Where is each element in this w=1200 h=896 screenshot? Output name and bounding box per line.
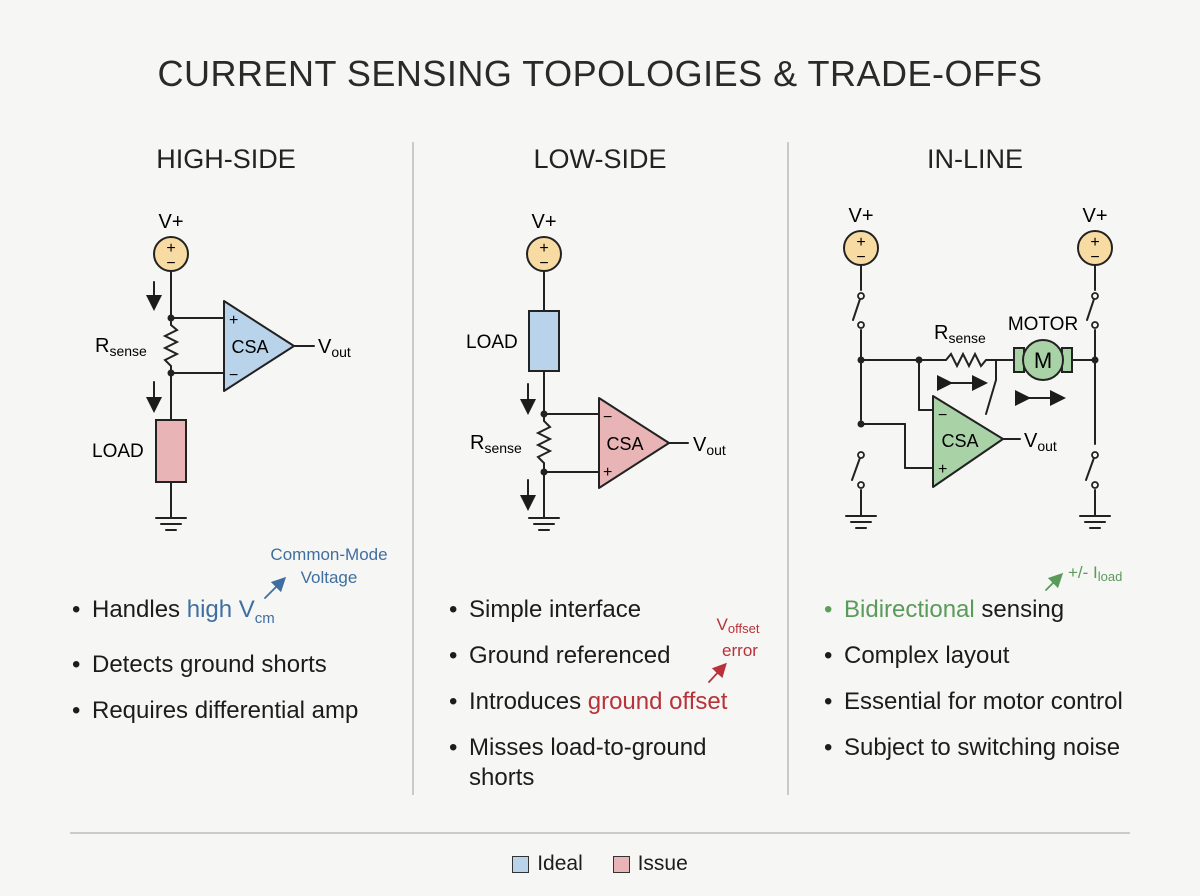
svg-text:−: −: [166, 255, 175, 272]
list-item: Essential for motor control: [824, 687, 1164, 717]
low-side-load-label: LOAD: [466, 332, 518, 353]
svg-text:+: +: [938, 461, 947, 478]
svg-text:−: −: [229, 367, 238, 384]
in-line-motor: M: [1013, 339, 1073, 381]
in-line-annotation: +/- Iload: [1068, 563, 1122, 584]
list-item: Requires differential amp: [72, 696, 402, 726]
legend-label-issue: Issue: [637, 852, 688, 875]
high-side-column: HIGH-SIDE V+ + − Rsense + −: [92, 144, 388, 599]
svg-text:−: −: [938, 407, 947, 424]
svg-text:+: +: [856, 234, 865, 251]
high-side-load: [155, 419, 187, 483]
in-line-supply-left-label: V+: [848, 205, 873, 227]
svg-text:CSA: CSA: [231, 337, 268, 357]
in-line-supply-right-source: + −: [1077, 230, 1113, 266]
svg-text:+: +: [1090, 234, 1099, 251]
list-item: Introduces ground offset: [449, 687, 779, 717]
list-item: Subject to switching noise: [824, 733, 1164, 763]
high-side-bullets: Handles high Vcm Detects ground shorts R…: [72, 595, 402, 742]
in-line-motor-label: MOTOR: [1008, 314, 1078, 335]
in-line-annotation-arrow: [1045, 572, 1064, 591]
list-item: Simple interface: [449, 595, 779, 625]
low-side-csa-amplifier: − + CSA: [598, 397, 670, 489]
legend-swatch-ideal: [512, 855, 530, 873]
high-side-annotation-line2: Voltage: [301, 568, 358, 587]
svg-text:−: −: [539, 255, 548, 272]
in-line-rsense-resistor: [939, 351, 997, 369]
page-title: CURRENT SENSING TOPOLOGIES & TRADE-OFFS: [158, 53, 1043, 94]
high-side-annotation-line1: Common-Mode: [270, 545, 387, 564]
in-line-switch-bottom-right: [1085, 454, 1096, 481]
svg-text:+: +: [229, 312, 238, 329]
high-side-supply-label: V+: [158, 211, 183, 233]
in-line-heading: IN-LINE: [927, 144, 1023, 174]
list-item: Complex layout: [824, 641, 1164, 671]
in-line-switch-top-left: [852, 295, 862, 321]
in-line-rsense-label: Rsense: [934, 322, 986, 346]
list-item: Bidirectional sensing: [824, 595, 1164, 625]
low-side-supply-source: + −: [526, 236, 562, 272]
in-line-column: IN-LINE V+ + − V+ + −: [843, 144, 1122, 591]
high-side-load-label: LOAD: [92, 441, 144, 462]
in-line-supply-right-label: V+: [1082, 205, 1107, 227]
high-side-csa-amplifier: + − CSA: [223, 300, 295, 392]
in-line-switch-bottom-left: [851, 454, 862, 481]
low-side-supply-label: V+: [531, 211, 556, 233]
high-side-supply-source: + −: [153, 236, 189, 272]
in-line-csa-amplifier: − + CSA: [932, 395, 1004, 488]
svg-text:CSA: CSA: [606, 434, 643, 454]
legend-item-ideal: Ideal: [512, 852, 583, 876]
legend-label-ideal: Ideal: [537, 852, 583, 875]
list-item: Ground referenced: [449, 641, 779, 671]
low-side-rsense-resistor: [535, 413, 553, 473]
svg-text:+: +: [166, 240, 175, 257]
low-side-load: [528, 310, 560, 372]
low-side-column: LOW-SIDE V+ + − LOAD Rsense −: [466, 144, 760, 683]
list-item: Detects ground shorts: [72, 650, 402, 680]
list-item: Handles high Vcm: [72, 595, 402, 634]
high-side-heading: HIGH-SIDE: [156, 144, 296, 174]
in-line-switch-top-right: [1086, 295, 1096, 321]
legend-swatch-issue: [612, 855, 630, 873]
svg-text:CSA: CSA: [941, 431, 978, 451]
high-side-rsense-resistor: [162, 317, 180, 374]
svg-text:−: −: [603, 409, 612, 426]
low-side-heading: LOW-SIDE: [533, 144, 666, 174]
svg-text:+: +: [539, 240, 548, 257]
svg-text:+: +: [603, 464, 612, 481]
svg-text:−: −: [856, 249, 865, 266]
low-side-bullets: Simple interface Ground referenced Intro…: [449, 595, 779, 809]
svg-text:−: −: [1090, 249, 1099, 266]
list-item: Misses load-to-ground shorts: [449, 733, 749, 793]
legend-item-issue: Issue: [612, 852, 688, 876]
in-line-vout-label: Vout: [1024, 430, 1057, 454]
high-side-rsense-label: Rsense: [95, 335, 147, 359]
in-line-bullets: Bidirectional sensing Complex layout Ess…: [824, 595, 1164, 779]
low-side-vout-label: Vout: [693, 434, 726, 458]
low-side-rsense-label: Rsense: [470, 432, 522, 456]
svg-text:M: M: [1034, 348, 1052, 373]
in-line-supply-left-source: + −: [843, 230, 879, 266]
legend: Ideal Issue: [0, 852, 1200, 879]
high-side-vout-label: Vout: [318, 336, 351, 360]
